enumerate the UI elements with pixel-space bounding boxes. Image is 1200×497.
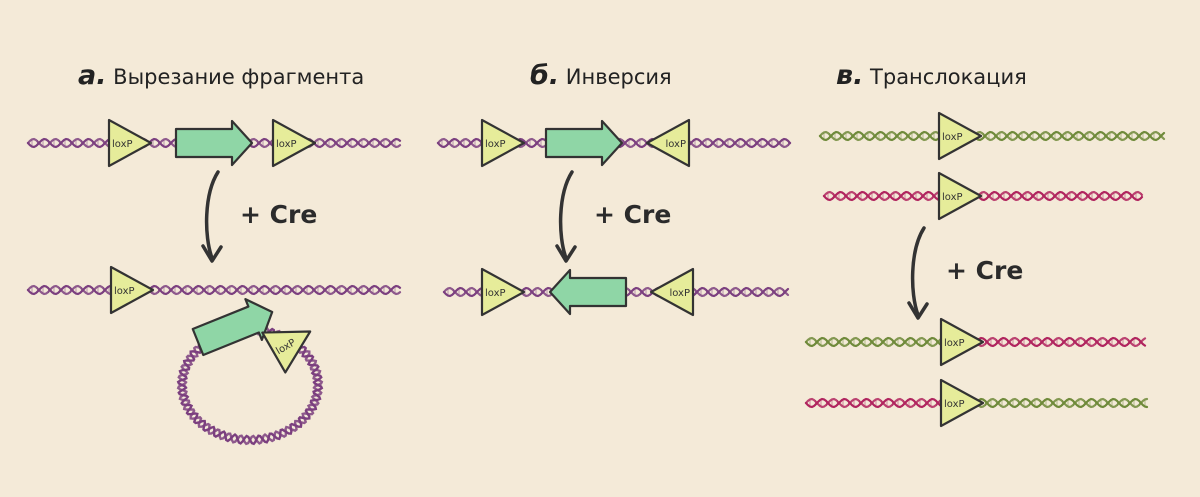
panel-a-title: а. Вырезание фрагмента xyxy=(78,60,364,91)
panel-b-cre-label: + Cre xyxy=(594,200,672,229)
panel-a-fragment xyxy=(174,119,254,167)
panel-a-loxp-remaining: loxP xyxy=(109,265,155,315)
panel-c-cre-arrow xyxy=(907,226,929,320)
panel-a-loxp-remaining-label: loxP xyxy=(114,286,135,297)
panel-c-dna-red-right xyxy=(963,336,1147,348)
panel-c-loxp-1: loxP xyxy=(937,111,983,161)
panel-b-loxp-4-label: loxP xyxy=(669,288,690,299)
panel-b-loxp-3-label: loxP xyxy=(485,288,506,299)
panel-b-caption: Инверсия xyxy=(565,65,672,89)
panel-a-cre-arrow xyxy=(201,170,223,263)
panel-c-loxp-4-label: loxP xyxy=(944,399,965,410)
panel-c-title: в. Транслокация xyxy=(836,60,1027,91)
panel-a-loxp-1-label: loxP xyxy=(112,139,133,150)
panel-b-fragment xyxy=(544,119,624,167)
panel-a-loxp-1: loxP xyxy=(107,118,153,168)
panel-b-fragment-inverted xyxy=(548,268,628,316)
panel-b-loxp-2-label: loxP xyxy=(665,139,686,150)
panel-b-loxp-4: loxP xyxy=(649,267,695,317)
panel-b-loxp-1: loxP xyxy=(480,118,526,168)
panel-a-loxp-2-label: loxP xyxy=(276,139,297,150)
panel-a-circle-fragment xyxy=(191,298,274,357)
panel-c-dna-green-right xyxy=(963,397,1149,409)
panel-a-loxp-2: loxP xyxy=(271,118,317,168)
panel-c-loxp-3: loxP xyxy=(939,317,985,367)
panel-c-letter: в. xyxy=(836,60,864,91)
panel-b-loxp-3: loxP xyxy=(480,267,526,317)
panel-c-loxp-1-label: loxP xyxy=(942,132,963,143)
panel-c-loxp-4: loxP xyxy=(939,378,985,428)
panel-c-loxp-2: loxP xyxy=(937,171,983,221)
panel-c-dna-green-top xyxy=(818,130,1166,142)
panel-c-dna-red-top xyxy=(822,190,1144,202)
panel-a-dna-bottom xyxy=(26,284,402,296)
panel-c-dna-red-left xyxy=(804,397,966,409)
panel-b-letter: б. xyxy=(530,60,560,91)
panel-a-caption: Вырезание фрагмента xyxy=(113,65,365,89)
panel-c-loxp-3-label: loxP xyxy=(944,338,965,349)
panel-b-title: б. Инверсия xyxy=(530,60,672,91)
panel-a-circle-loxp: loxP xyxy=(261,330,312,374)
panel-a-cre-label: + Cre xyxy=(240,200,318,229)
panel-a-letter: а. xyxy=(78,60,107,91)
panel-c-cre-label: + Cre xyxy=(946,256,1024,285)
panel-c-loxp-2-label: loxP xyxy=(942,192,963,203)
panel-c-dna-green-left xyxy=(804,336,966,348)
panel-c-caption: Транслокация xyxy=(870,65,1027,89)
panel-b-loxp-2: loxP xyxy=(645,118,691,168)
panel-b-cre-arrow xyxy=(555,170,577,263)
panel-b-loxp-1-label: loxP xyxy=(485,139,506,150)
